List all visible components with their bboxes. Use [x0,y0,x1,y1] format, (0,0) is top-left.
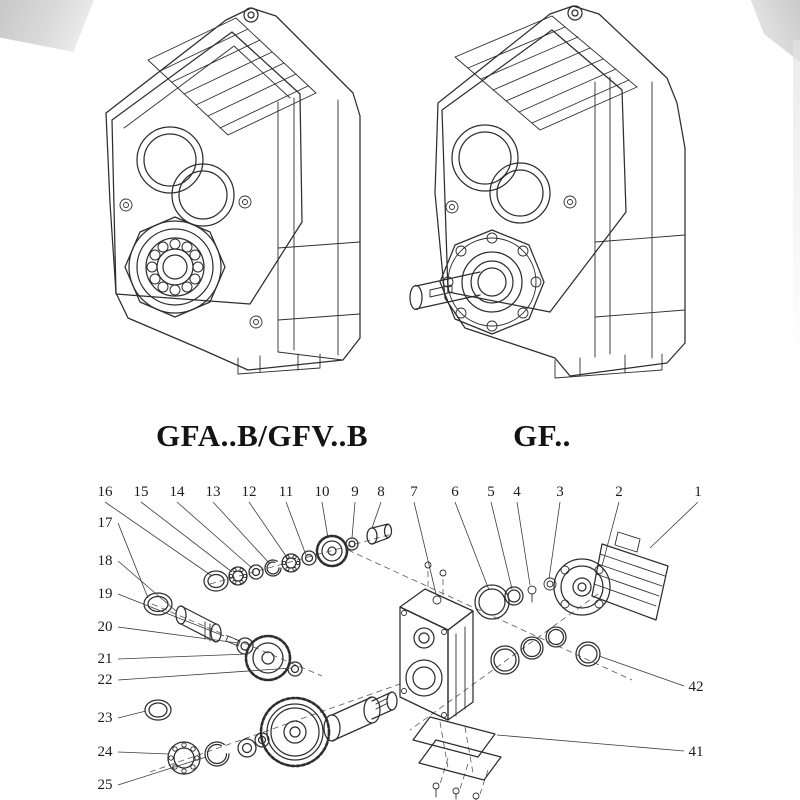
callout-15: 15 [134,484,149,500]
callout-42: 42 [689,679,704,695]
callout-14: 14 [170,484,186,500]
part-key [225,635,241,647]
gfa-side-column [277,97,361,361]
part-output-shaft [323,691,398,742]
callout-3: 3 [556,484,564,500]
part-gear-small [315,534,349,568]
callout-12: 12 [242,484,257,500]
gf-mounting-feet [554,353,663,379]
part-o-ring [520,636,544,660]
gfa-bearing-rollers [146,238,204,296]
gf-front-face [441,29,627,313]
gfa-cooling-ribs [147,17,317,136]
exploded-parts-diagram: 16 15 14 13 12 11 10 9 8 7 6 5 4 3 2 1 1… [98,484,704,800]
gf-output-shaft [409,271,481,311]
gf-cooling-ribs [454,15,638,131]
callout-22: 22 [98,672,113,688]
part-gear-output [259,696,331,768]
callout-10: 10 [315,484,330,500]
callout-9: 9 [351,484,359,500]
gearbox-drawing-gfa-gfv [105,7,361,375]
callout-41: 41 [689,744,704,760]
callout-5: 5 [487,484,495,500]
callout-21: 21 [98,651,113,667]
model-label-gfa-gfv: GFA..B/GFV..B [155,418,369,453]
part-bearing-output [167,741,201,775]
callout-25: 25 [98,777,113,793]
callout-1: 1 [694,484,702,500]
callout-23: 23 [98,710,113,726]
part-washer [248,564,264,580]
photo-edge-right [793,40,800,370]
part-washer [301,550,317,566]
photo-edge-top-right [750,0,800,62]
part-intermediate-cluster [143,592,303,682]
part-oil-seal [144,699,172,721]
callout-numbers: 16 15 14 13 12 11 10 9 8 7 6 5 4 3 2 1 1… [98,484,704,793]
part-output-cluster [144,691,398,775]
callout-7: 7 [410,484,418,500]
callout-4: 4 [513,484,521,500]
callout-2: 2 [615,484,623,500]
part-input-seals-and-fasteners [474,577,557,620]
callout-leader-lines [104,501,699,786]
part-cover-plate [418,739,502,781]
gfa-front-face [111,31,303,329]
part-input-shaft-cluster [203,523,393,592]
callout-20: 20 [98,619,113,635]
part-cover-plate [412,716,496,758]
gf-housing-outline [434,5,686,377]
part-motor-unit [553,531,669,621]
part-washer [237,738,257,758]
callout-18: 18 [98,553,113,569]
callout-13: 13 [206,484,221,500]
part-cover-and-seals [412,626,601,800]
part-bearing-small [281,553,301,573]
part-o-ring [490,645,520,675]
callout-11: 11 [279,484,293,500]
callout-6: 6 [451,484,459,500]
part-gear-intermediate [244,634,292,682]
part-input-pinion-shaft [366,523,393,545]
callout-17: 17 [98,515,114,531]
part-circlip [204,741,230,767]
part-circlip [264,559,282,577]
gfa-output-bearing [124,216,226,318]
part-o-ring [545,626,567,648]
callout-24: 24 [98,744,114,760]
gf-flange-bolt-holes [442,232,542,332]
callout-8: 8 [377,484,385,500]
part-bolts [432,782,480,800]
gf-side-column [594,76,686,359]
part-gear-housing [399,561,474,721]
photo-edge-top-left [0,0,94,52]
gfa-mounting-feet [237,353,321,375]
callout-19: 19 [98,586,113,602]
gf-output-flange [439,229,545,335]
part-washer [287,661,303,677]
callout-16: 16 [98,484,114,500]
part-bearing-small [228,566,248,586]
part-o-ring [575,641,601,667]
gfa-housing-outline [105,7,361,371]
part-oil-seal [203,570,229,592]
model-label-gf: GF.. [513,418,571,453]
gearbox-drawing-gf [409,5,686,379]
